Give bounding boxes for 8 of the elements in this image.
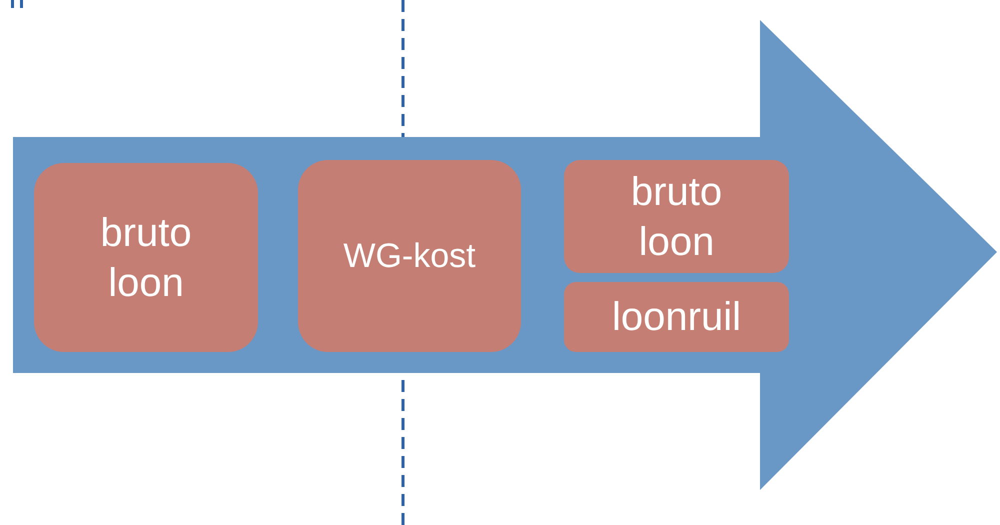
rounded-box bbox=[34, 163, 258, 352]
box-label: bruto loon bbox=[99, 210, 193, 306]
box-label: bruto loon bbox=[630, 168, 724, 266]
rounded-box bbox=[564, 282, 789, 352]
rounded-box bbox=[564, 160, 789, 273]
box-label: WG-kost bbox=[343, 236, 476, 277]
rounded-box bbox=[298, 160, 521, 352]
box-label: loonruil bbox=[612, 294, 741, 341]
